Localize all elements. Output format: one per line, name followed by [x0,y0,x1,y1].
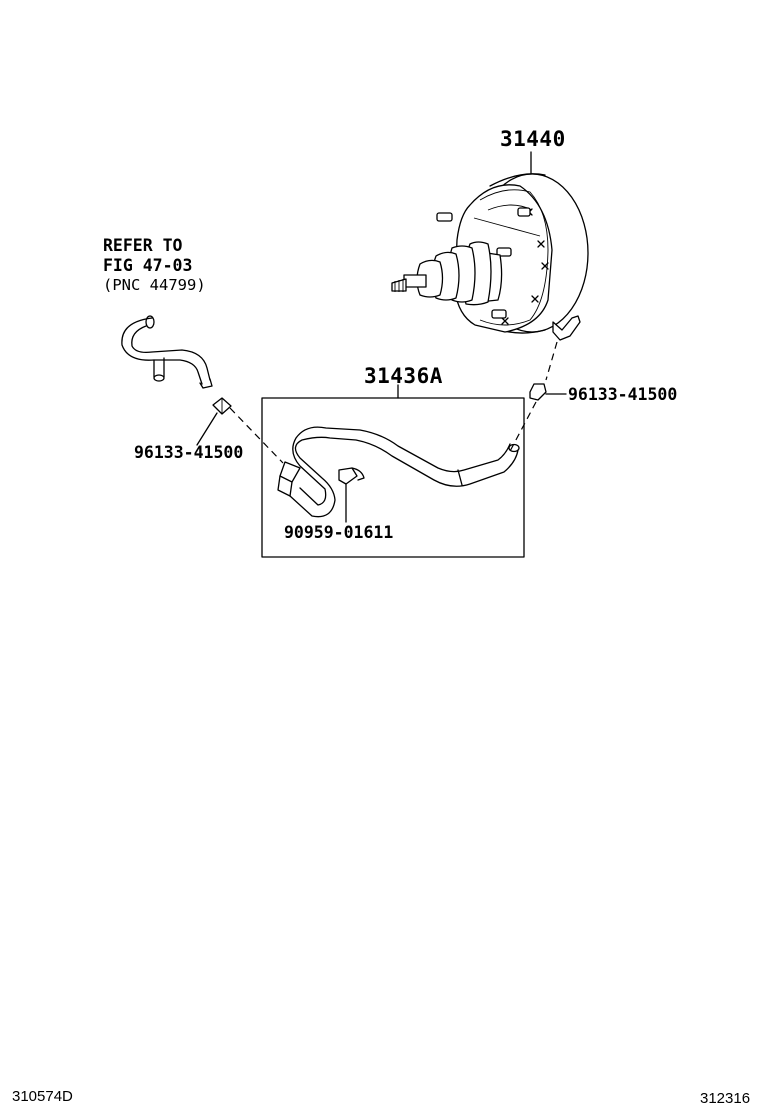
reference-note-line3: (PNC 44799) [103,276,206,294]
footer-right-code: 312316 [700,1090,751,1107]
connection-line-left [229,407,284,464]
reference-note-line2[interactable]: FIG 47-03 [103,256,193,275]
reference-note-line1: REFER TO [103,236,183,255]
connection-line-right [545,341,558,381]
part-number-clamp-left[interactable]: 96133-41500 [134,443,244,462]
vacuum-hose-drawing [277,426,520,518]
part-number-hose-clip[interactable]: 90959-01611 [284,523,394,542]
reference-pipe-drawing [121,315,213,389]
part-number-clamp-right[interactable]: 96133-41500 [568,385,678,404]
right-clamp-drawing [529,383,567,401]
part-number-brake-booster[interactable]: 31440 [500,127,566,151]
footer-left-code: 310574D [12,1088,73,1105]
part-number-hose-assembly[interactable]: 31436A [364,364,443,388]
brake-booster-drawing [391,151,589,341]
hose-clip-drawing [338,467,365,523]
left-clamp-drawing [196,397,232,446]
hose-assembly-box [261,397,525,558]
connection-line-hose-right [507,401,537,456]
